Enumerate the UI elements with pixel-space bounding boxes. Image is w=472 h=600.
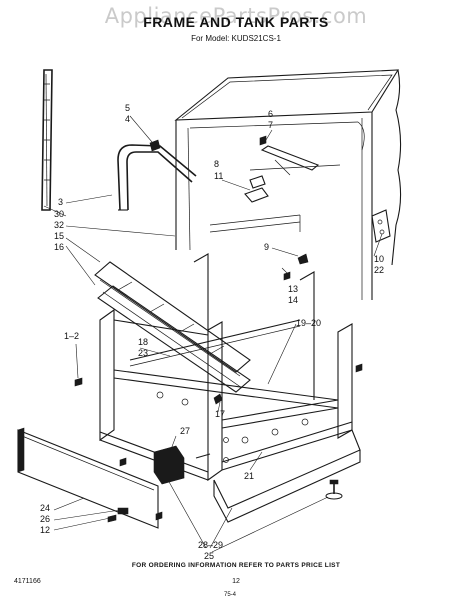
- side-trim-strip: [41, 69, 53, 211]
- callout-8: 8: [214, 159, 220, 169]
- callout-4: 4: [125, 114, 131, 124]
- callout-30: 30: [54, 209, 65, 219]
- callout-6: 6: [268, 109, 274, 119]
- screw-icon: [74, 135, 363, 523]
- callout-25: 25: [204, 551, 215, 561]
- tank-assembly: [174, 69, 402, 300]
- callout-11: 11: [214, 171, 224, 181]
- document-number: 4171166: [14, 578, 41, 585]
- watermark: AppliancePartsPros.com: [104, 4, 368, 28]
- callout-15: 15: [54, 231, 65, 241]
- callout-26: 26: [40, 514, 51, 524]
- callout-3: 3: [58, 197, 64, 207]
- callout-13: 13: [288, 284, 299, 294]
- callout-1-2: 1–2: [64, 331, 80, 341]
- page-title: FRAME AND TANK PARTS: [143, 14, 329, 30]
- toe-panel: [17, 427, 159, 529]
- callout-19-20: 19–20: [296, 318, 322, 328]
- callout-14: 14: [288, 295, 299, 305]
- callout-32: 32: [54, 220, 65, 230]
- callout-23: 23: [138, 348, 149, 358]
- callout-5: 5: [125, 103, 131, 113]
- terminal-box: [153, 445, 211, 485]
- model-subtitle: For Model: KUDS21CS-1: [191, 34, 281, 43]
- callout-28-29: 28–29: [198, 540, 224, 550]
- callout-27: 27: [180, 426, 191, 436]
- callout-12: 12: [40, 525, 51, 535]
- callout-10: 10: [374, 254, 385, 264]
- page-scribble: 75-4: [224, 592, 237, 598]
- callout-9: 9: [264, 242, 270, 252]
- page-number: 12: [232, 578, 240, 585]
- vent-tube: [117, 139, 197, 211]
- ordering-note: FOR ORDERING INFORMATION REFER TO PARTS …: [131, 562, 341, 569]
- callout-21: 21: [244, 471, 255, 481]
- callout-24: 24: [40, 503, 51, 513]
- leader-lines: [43, 115, 383, 553]
- callout-17: 17: [215, 409, 226, 419]
- callout-7: 7: [268, 120, 274, 130]
- callout-18: 18: [138, 337, 149, 347]
- callout-16: 16: [54, 242, 65, 252]
- callout-22: 22: [374, 265, 385, 275]
- leveling-leg-icon: [325, 479, 343, 500]
- top-rail: [94, 261, 251, 393]
